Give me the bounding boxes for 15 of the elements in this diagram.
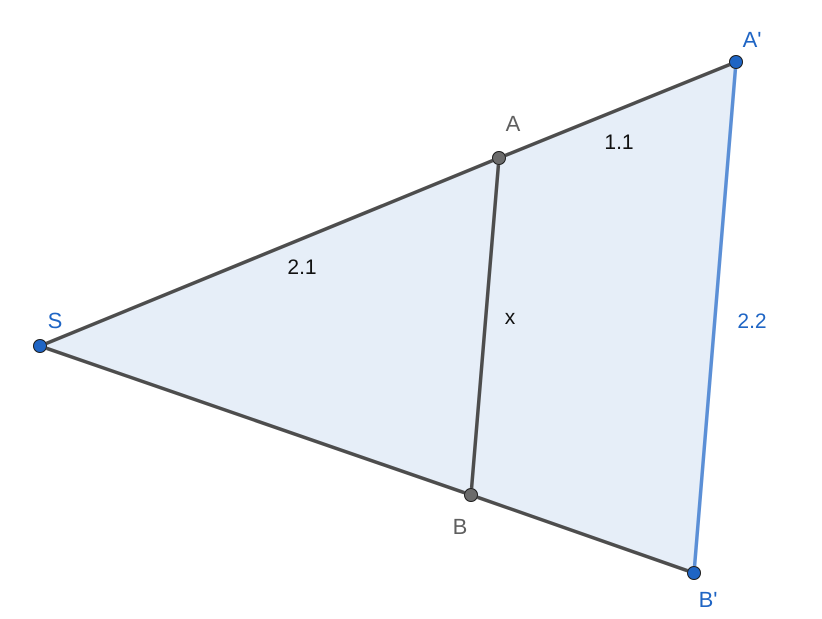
point-label: B xyxy=(452,515,468,539)
point-label: B' xyxy=(698,588,718,612)
length-label: 2.1 xyxy=(287,256,317,280)
line-segment xyxy=(46,346,465,494)
line-segment xyxy=(470,164,500,488)
line-segment xyxy=(692,68,738,566)
point-label: A' xyxy=(742,28,762,52)
line-segment xyxy=(504,63,730,157)
point-label: A xyxy=(506,112,520,136)
point-label: S xyxy=(48,309,62,333)
line-segment xyxy=(46,159,494,345)
line-segment xyxy=(477,496,688,572)
length-label: 1.1 xyxy=(604,131,634,155)
length-label: x xyxy=(504,306,516,330)
length-label: 2.2 xyxy=(737,310,767,334)
